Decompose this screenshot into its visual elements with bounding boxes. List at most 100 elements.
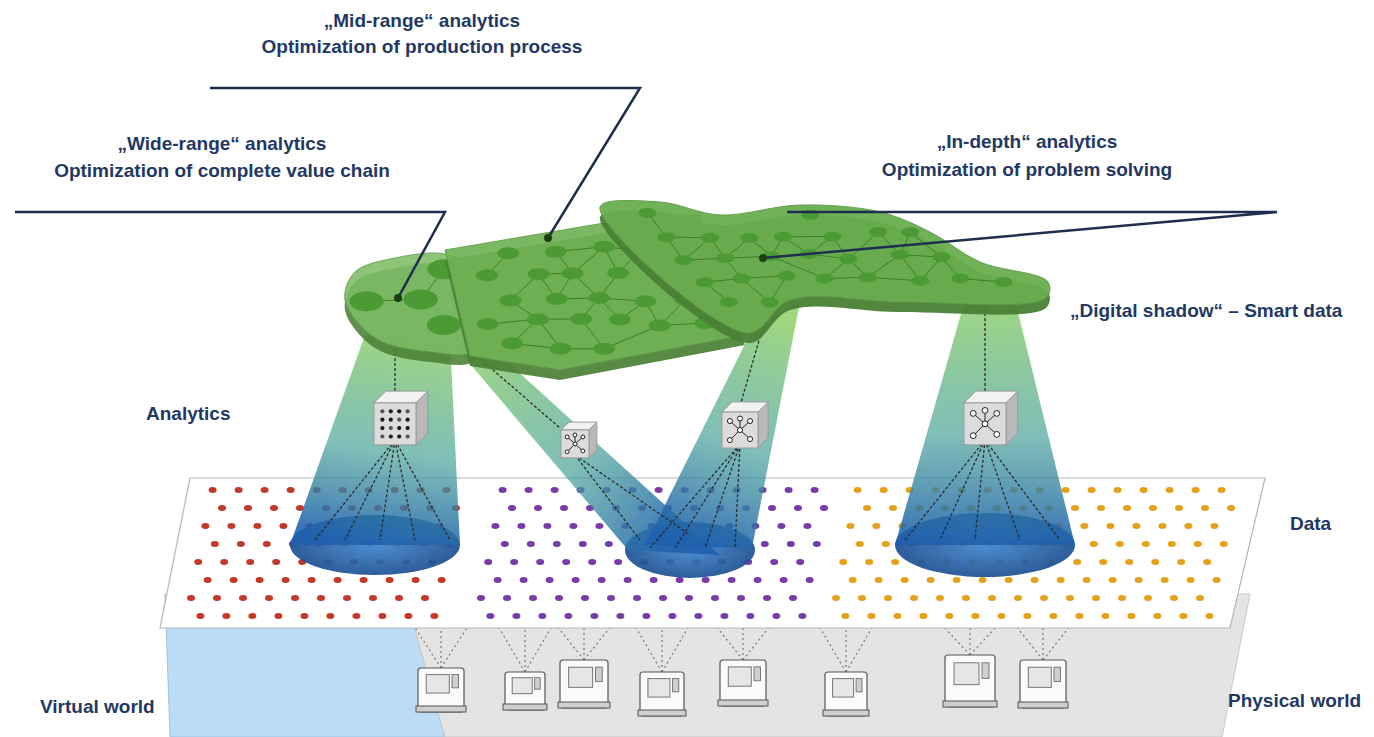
data-point xyxy=(806,577,814,583)
data-point xyxy=(882,541,890,547)
data-point xyxy=(820,505,828,511)
network-node xyxy=(404,289,438,309)
cube-side xyxy=(758,402,768,448)
data-point xyxy=(246,559,254,565)
data-chain xyxy=(414,626,441,668)
data-point xyxy=(1097,505,1105,511)
leader-dot xyxy=(759,254,767,262)
data-point xyxy=(772,613,780,619)
data-point xyxy=(1213,577,1221,583)
cube-icon-node xyxy=(581,435,585,439)
data-point xyxy=(839,559,847,565)
data-point xyxy=(728,577,736,583)
machine-window xyxy=(1028,667,1051,687)
data-point xyxy=(272,559,280,565)
network-node xyxy=(823,231,841,241)
network-node xyxy=(733,273,751,283)
data-point xyxy=(813,541,821,547)
data-point xyxy=(1116,541,1124,547)
network-node xyxy=(701,233,719,243)
label-text: Virtual world xyxy=(40,696,155,717)
data-point xyxy=(1158,523,1166,529)
network-node xyxy=(593,343,615,355)
cube-front xyxy=(722,412,758,448)
data-point xyxy=(520,577,528,583)
network-node xyxy=(570,313,592,325)
data-point xyxy=(1088,487,1096,493)
network-node xyxy=(499,295,521,307)
data-point xyxy=(187,595,195,601)
machine-window xyxy=(954,663,979,685)
data-point xyxy=(650,577,658,583)
label-text: Data xyxy=(1290,513,1331,534)
machine-panel xyxy=(1054,667,1060,681)
network-node xyxy=(901,227,919,237)
binary-chain xyxy=(675,444,740,548)
data-point xyxy=(642,613,650,619)
layer-label: Data xyxy=(1290,513,1331,536)
network-node xyxy=(476,269,498,281)
network-node xyxy=(696,277,714,287)
cube-side xyxy=(589,422,597,458)
data-point xyxy=(512,613,520,619)
data-point xyxy=(785,487,793,493)
cube-icon-node xyxy=(748,419,753,424)
data-point xyxy=(588,559,596,565)
data-point xyxy=(633,595,641,601)
data-point xyxy=(503,595,511,601)
data-point xyxy=(1123,505,1131,511)
data-point xyxy=(1201,505,1209,511)
data-point xyxy=(1142,541,1150,547)
data-point xyxy=(1080,523,1088,529)
cube-icon-dot xyxy=(397,418,401,422)
data-point xyxy=(988,595,996,601)
cube-front xyxy=(374,403,416,445)
data-point xyxy=(572,577,580,583)
data-chain xyxy=(584,626,611,660)
data-point xyxy=(579,541,587,547)
network-node xyxy=(648,320,670,332)
data-point xyxy=(1127,613,1135,619)
data-point xyxy=(412,577,420,583)
network-node xyxy=(674,255,692,265)
machine-panel xyxy=(982,663,989,679)
data-point xyxy=(517,523,525,529)
data-chain xyxy=(583,626,584,660)
data-point xyxy=(334,577,342,583)
data-point xyxy=(543,523,551,529)
analytics-beam xyxy=(895,300,1075,545)
machine-base xyxy=(638,710,686,716)
data-point xyxy=(248,613,256,619)
data-point xyxy=(1161,577,1169,583)
data-chain xyxy=(743,626,770,660)
data-point xyxy=(891,559,899,565)
network-node xyxy=(816,273,834,283)
data-chain xyxy=(635,626,662,672)
cube-icon-node xyxy=(982,421,988,427)
network-node xyxy=(497,247,519,259)
data-point xyxy=(227,523,235,529)
data-point xyxy=(1144,595,1152,601)
network-node xyxy=(911,276,929,286)
data-point xyxy=(220,559,228,565)
leader-line xyxy=(15,212,445,298)
callout-title: „Wide-range“ analytics xyxy=(118,133,327,156)
network-node xyxy=(634,295,656,307)
data-point xyxy=(787,541,795,547)
data-point xyxy=(880,487,888,493)
data-point xyxy=(378,613,386,619)
data-point xyxy=(796,559,804,565)
data-point xyxy=(1106,523,1114,529)
label-text: „Mid-range“ analytics xyxy=(324,10,520,31)
data-point xyxy=(1166,487,1174,493)
network-node xyxy=(607,267,629,279)
data-point xyxy=(581,595,589,601)
binary-chain xyxy=(985,440,1020,540)
cube-icon-dot xyxy=(397,434,401,438)
data-point xyxy=(194,559,202,565)
data-point xyxy=(1132,523,1140,529)
layer-label: Analytics xyxy=(146,403,230,426)
data-point xyxy=(856,541,864,547)
data-point xyxy=(865,559,873,565)
